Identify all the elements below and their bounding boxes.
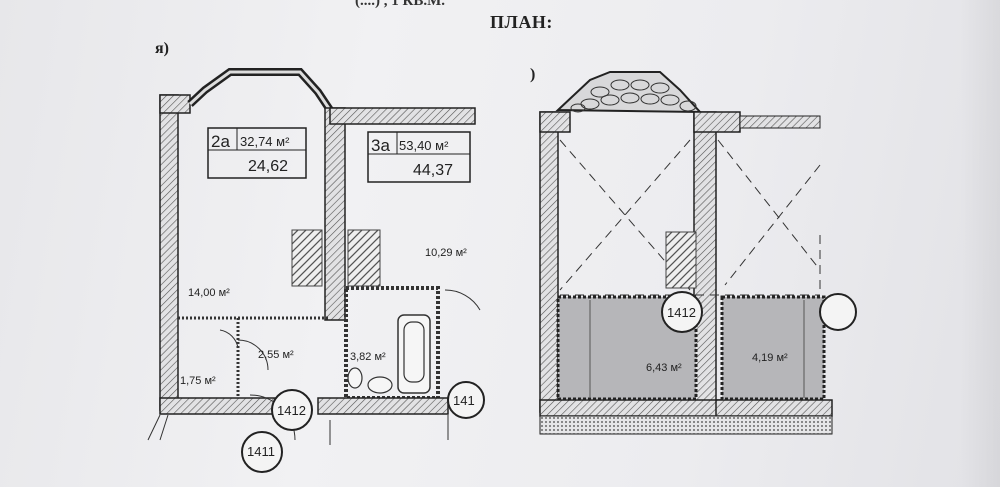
partition-wall-middle (324, 107, 346, 321)
unit-marker-circle (447, 381, 485, 419)
unit-marker-1411: 1411 (247, 444, 275, 459)
plan-heading: ПЛАН: (490, 12, 553, 32)
apartment-3a-code: 3а (371, 136, 390, 155)
top-right-wall (329, 107, 476, 125)
room-area-living-3a: 10,29 м² (425, 247, 467, 259)
paper-fold-shadow (960, 0, 1000, 487)
apartment-2a-code: 2а (211, 132, 230, 151)
unit-marker-circle (241, 431, 283, 473)
top-wall-right (693, 111, 741, 133)
bathtub-inner (403, 321, 425, 383)
unit-marker-circle (661, 291, 703, 333)
roof-stones (570, 79, 697, 113)
top-wall (539, 111, 571, 133)
bottom-wall-right (317, 397, 449, 415)
apartment-2a-living-area: 24,62 (248, 158, 288, 175)
left-outer-wall (159, 94, 179, 411)
bottom-wall-left (159, 397, 281, 415)
left-outer-wall (539, 111, 559, 413)
apartment-3a-total-area: 53,40 м² (399, 138, 449, 153)
ventilation-shaft (665, 231, 697, 289)
unit-marker-circle-partial (819, 293, 857, 331)
bathtub (397, 314, 431, 394)
sink (367, 376, 393, 394)
right-floor-plan: 6,43 м² 4,19 м² 1412 (539, 71, 857, 435)
apartment-2a-box (207, 127, 307, 179)
room-area-bathroom: 3,82 м² (350, 351, 386, 363)
bay-window-roof (555, 71, 703, 114)
apartment-2a-total-area: 32,74 м² (240, 134, 290, 149)
room-area-hall: 2,55 м² (258, 349, 294, 361)
bottom-wall (539, 399, 721, 417)
unit-marker-1412: 1412 (277, 403, 306, 418)
room-area-living-2a: 14,00 м² (188, 287, 230, 299)
door-swing (237, 339, 269, 371)
balcony-slab (539, 415, 833, 435)
room-area-right: 4,19 м² (752, 352, 788, 364)
room-right-shaded (720, 295, 826, 401)
wall-end (147, 414, 169, 441)
bay-window-wall (187, 68, 334, 113)
unit-marker-1412: 1412 (667, 305, 696, 320)
void-cross (724, 164, 821, 286)
void-cross (559, 139, 691, 291)
room-area-wc: 1,75 м² (180, 375, 216, 387)
bay-window-inner (188, 70, 332, 111)
void-cross (717, 139, 821, 271)
apartment-3a-box (367, 131, 471, 183)
bottom-wall-right (715, 399, 833, 417)
apartment-3a-living-area: 44,37 (413, 162, 453, 179)
top-left-wall (159, 94, 191, 114)
left-floor-plan: 2а 32,74 м² 24,62 3а 53,40 м² 44,37 14,0… (147, 68, 485, 473)
room-area-left: 6,43 м² (646, 362, 682, 374)
top-caption: (....) , 1 КВ.М. (355, 0, 446, 9)
ventilation-shaft (347, 229, 381, 287)
door-swing (219, 329, 239, 349)
ventilation-shaft (291, 229, 323, 287)
door-swing (444, 289, 481, 311)
unit-marker-circle (271, 389, 313, 431)
left-plan-label: я) (155, 40, 169, 57)
unit-marker-141: 141 (453, 393, 475, 408)
right-plan-label: ) (530, 66, 536, 83)
top-wall-ext (739, 115, 821, 129)
toilet (347, 367, 363, 389)
